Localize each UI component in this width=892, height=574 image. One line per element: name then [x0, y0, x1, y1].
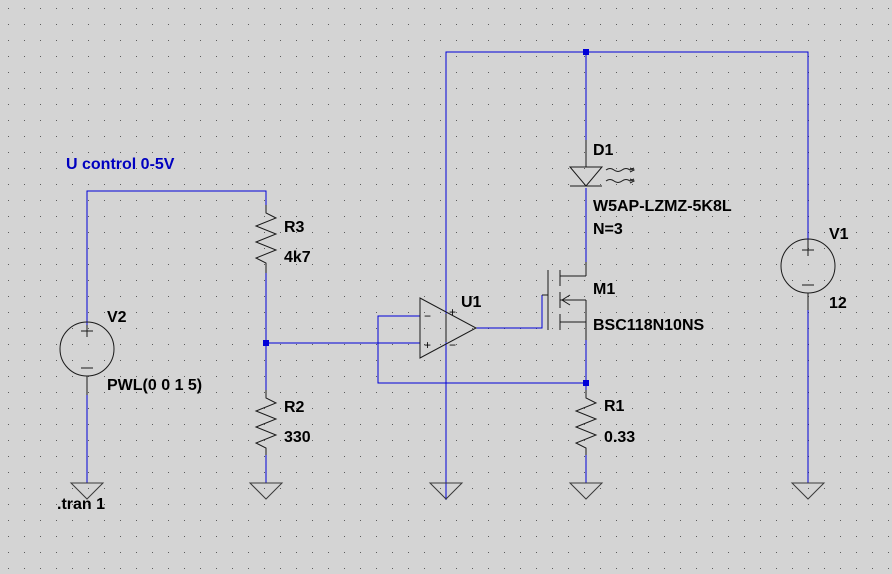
u1-pin-minus: −: [424, 309, 431, 323]
led-d1[interactable]: [568, 140, 636, 187]
opamp-u1[interactable]: − + + −: [419, 297, 478, 359]
r3-name: R3: [284, 219, 305, 236]
u1-name: U1: [461, 294, 482, 311]
resistor-r3[interactable]: [254, 205, 278, 273]
junctions: [263, 49, 589, 386]
voltage-source-v1[interactable]: [780, 238, 836, 310]
wire-feedback[interactable]: [377, 315, 586, 384]
u1-triangle: [419, 297, 478, 359]
wire-control-net[interactable]: [86, 190, 267, 325]
r1-name: R1: [604, 398, 625, 415]
junction-top: [583, 49, 589, 55]
d1-emission-wave-2: [605, 178, 636, 184]
ground-symbol: [248, 482, 284, 500]
v1-value: 12: [829, 295, 847, 312]
resistor-r1[interactable]: [574, 390, 598, 455]
ground-symbol: [790, 482, 826, 500]
r2-name: R2: [284, 399, 305, 416]
m1-name: M1: [593, 281, 615, 298]
v2-name: V2: [107, 309, 127, 326]
u1-pin-plus: +: [424, 338, 431, 352]
m1-value: BSC118N10NS: [593, 317, 705, 334]
v2-value: PWL(0 0 1 5): [107, 377, 202, 394]
junction-divider: [263, 340, 269, 346]
resistor-r2[interactable]: [254, 390, 278, 455]
voltage-source-v2[interactable]: [59, 321, 115, 395]
r2-value: 330: [284, 429, 311, 446]
ground-v1: [790, 482, 826, 500]
ground-v2: [69, 482, 105, 500]
d1-emission-wave-1: [605, 167, 636, 173]
mosfet-m1[interactable]: [542, 262, 587, 340]
ground-symbol: [69, 482, 105, 500]
ground-symbol: [428, 482, 464, 500]
r3-zigzag: [254, 205, 278, 273]
u1-supply-minus: −: [449, 338, 456, 352]
wire-top-rail[interactable]: [445, 51, 809, 500]
r1-value: 0.33: [604, 429, 635, 446]
d1-value: W5AP-LZMZ-5K8L: [593, 198, 732, 215]
wire-opamp-to-gate[interactable]: [476, 295, 543, 329]
d1-name: D1: [593, 142, 614, 159]
r3-value: 4k7: [284, 249, 311, 266]
ground-symbol: [568, 482, 604, 500]
v1-name: V1: [829, 226, 849, 243]
ground-r1: [568, 482, 604, 500]
wires[interactable]: [86, 51, 809, 500]
m1-body-arrow: [561, 294, 571, 306]
ground-r2: [248, 482, 284, 500]
d1-param: N=3: [593, 221, 623, 238]
net-label-control[interactable]: U control 0-5V: [66, 156, 175, 173]
u1-supply-plus: +: [449, 305, 456, 319]
junction-source: [583, 380, 589, 386]
r1-zigzag: [574, 390, 598, 455]
r2-zigzag: [254, 390, 278, 455]
ground-u1: [428, 482, 464, 500]
spice-directive[interactable]: .tran 1: [57, 496, 105, 513]
